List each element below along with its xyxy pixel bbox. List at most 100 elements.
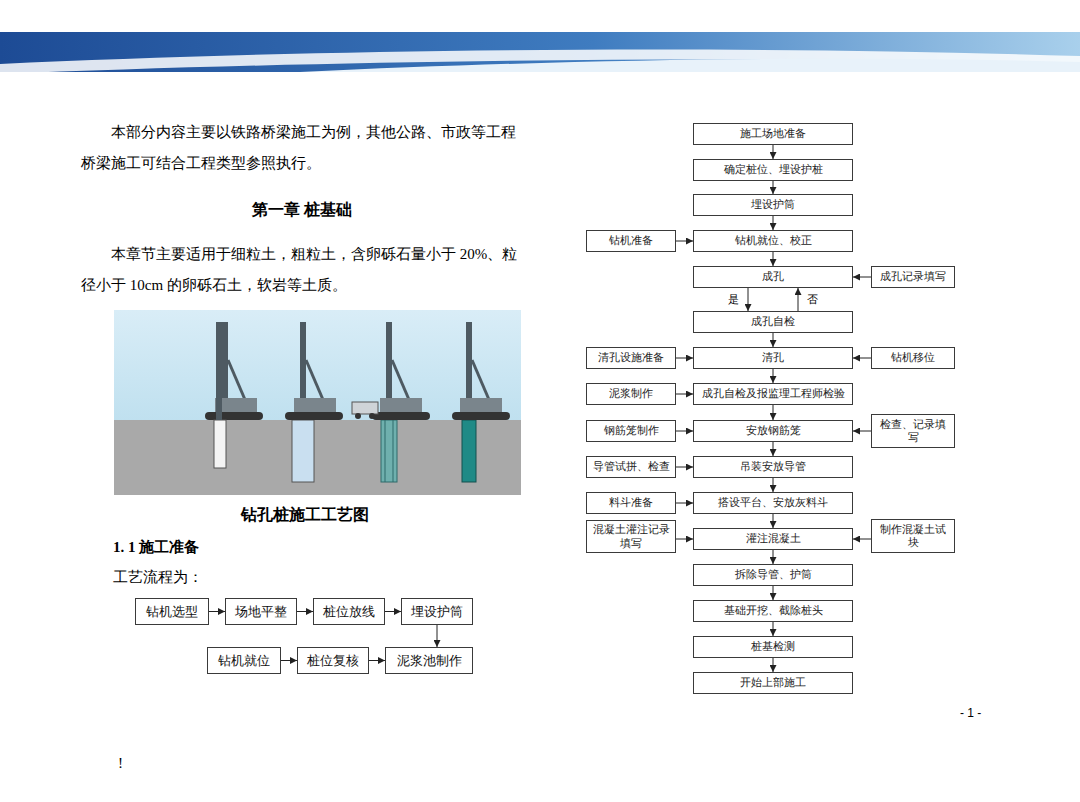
flow-arrow [437,625,438,647]
box-label: 钻机移位 [891,351,935,364]
chapter-title: 第一章 桩基础 [152,200,452,221]
flow-arrow [676,431,693,432]
body-paragraph: 本章节主要适用于细粒土，粗粒土，含卵砾石量小于 20%、粒径小于 10cm 的卵… [81,239,523,301]
box-label: 成孔记录填写 [880,270,946,283]
flow-arrow [773,145,774,159]
process-box: 埋设护筒 [401,598,473,625]
flow-arrow [853,539,871,540]
process-box: 钻机准备 [586,230,676,252]
process-box: 施工场地准备 [693,123,853,145]
flow-arrow [773,586,774,600]
process-box: 清孔 [693,347,853,369]
process-box: 料斗准备 [586,492,676,514]
process-box: 成孔记录填写 [871,266,955,288]
process-box: 吊装安放导管 [693,456,853,478]
flow-arrow [773,252,774,266]
flow-arrow [369,660,385,661]
box-label: 桩位放线 [323,604,375,620]
flow-arrow [853,277,871,278]
branch-label: 否 [806,292,819,307]
body-text: 工艺流程为： [113,568,203,587]
box-label: 确定桩位、埋设护桩 [724,163,823,176]
box-label: 料斗准备 [609,496,653,509]
flow-arrow [773,369,774,383]
process-box: 成孔自检 [693,311,853,333]
rig-1 [205,322,263,420]
figure-caption: 钻孔桩施工工艺图 [155,505,455,526]
flow-arrow [773,442,774,456]
box-label: 安放钢筋笼 [746,424,801,437]
header-swoosh [0,50,1080,74]
flow-arrow [773,550,774,564]
process-box: 泥浆池制作 [385,647,473,674]
flow-arrow [798,288,799,311]
flow-arrow [676,539,693,540]
flow-arrow [773,658,774,672]
flow-arrow [209,611,225,612]
process-box: 埋设护筒 [693,194,853,216]
box-label: 搭设平台、安放灰料斗 [718,496,828,509]
box-label: 桩基检测 [751,640,795,653]
flow-arrow [853,431,871,432]
box-label: 混凝土灌注记录填写 [592,523,670,549]
flow-arrow [676,358,693,359]
process-box: 钻机选型 [135,598,209,625]
flow-arrow [748,288,749,311]
header-swoosh [300,59,1080,72]
box-label: 钢筋笼制作 [604,424,659,437]
flow-arrow [773,514,774,528]
box-label: 泥浆池制作 [397,653,462,669]
flow-arrow [281,660,297,661]
box-label: 成孔自检及报监理工程师检验 [702,387,845,400]
process-box: 确定桩位、埋设护桩 [693,159,853,181]
process-box: 清孔设施准备 [586,347,676,369]
box-label: 吊装安放导管 [740,460,806,473]
flow-arrow [676,467,693,468]
process-box: 桩位放线 [313,598,385,625]
box-label: 泥浆制作 [609,387,653,400]
body-paragraph: 本部分内容主要以铁路桥梁施工为例，其他公路、市政等工程桥梁施工可结合工程类型参照… [81,117,523,179]
process-box: 成孔自检及报监理工程师检验 [693,383,853,405]
box-label: 成孔自检 [751,315,795,328]
box-label: 灌注混凝土 [746,532,801,545]
process-box: 钻机就位、校正 [693,230,853,252]
process-box: 安放钢筋笼 [693,420,853,442]
box-label: 埋设护筒 [751,198,795,211]
process-box: 制作混凝土试块 [871,519,955,553]
process-box: 钢筋笼制作 [586,420,676,442]
flow-arrow [773,181,774,194]
process-box: 桩基检测 [693,636,853,658]
box-label: 桩位复核 [307,653,359,669]
box-label: 场地平整 [235,604,287,620]
process-box: 基础开挖、截除桩头 [693,600,853,622]
flow-arrow [385,611,401,612]
flow-arrow [773,333,774,347]
process-box: 开始上部施工 [693,672,853,694]
box-label: 清孔设施准备 [598,351,664,364]
box-label: 检查、记录填写 [877,418,949,444]
drilling-illustration [114,310,521,495]
box-label: 施工场地准备 [740,127,806,140]
box-label: 钻机就位 [218,653,270,669]
box-label: 钻机准备 [609,234,653,247]
process-box: 桩位复核 [297,647,369,674]
mixer-truck [352,402,378,414]
process-box: 钻机就位 [207,647,281,674]
box-label: 制作混凝土试块 [877,523,949,549]
flow-arrow [773,216,774,230]
flow-arrow [676,503,693,504]
box-label: 导管试拼、检查 [593,460,670,473]
box-label: 钻机选型 [146,604,198,620]
flow-arrow [773,405,774,420]
box-label: 埋设护筒 [411,604,463,620]
sky [114,310,521,422]
rig-4 [352,322,430,482]
box-label: 基础开挖、截除桩头 [724,604,823,617]
process-box: 搭设平台、安放灰料斗 [693,492,853,514]
process-box: 灌注混凝土 [693,528,853,550]
box-label: 清孔 [762,351,784,364]
process-box: 检查、记录填写 [871,414,955,448]
